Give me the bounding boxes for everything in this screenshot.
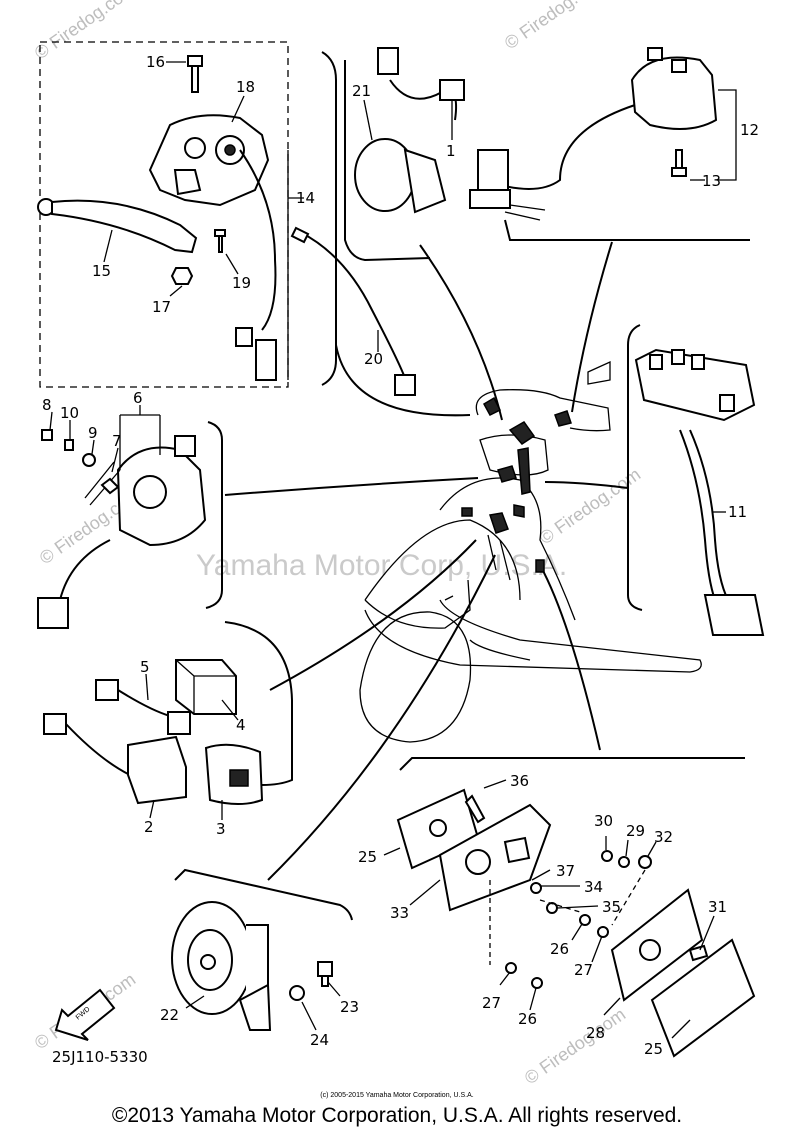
nut-26b	[531, 977, 543, 989]
brand-watermark-top-left: © Firedog.com	[31, 0, 139, 63]
washer-24	[289, 985, 305, 1001]
washer-9	[82, 453, 96, 467]
callout-3: 3	[216, 820, 226, 838]
washer-32	[638, 855, 652, 869]
screw-19	[214, 229, 226, 253]
callout-numbers: 16 18 14 15 17 19 20 21 1 12 13 11 6 7 8…	[42, 53, 759, 1058]
leader-lines	[224, 241, 629, 881]
lead-wire-20	[299, 231, 406, 379]
fwd-arrow	[54, 988, 116, 1041]
callout-22: 22	[160, 1006, 179, 1024]
washer-29	[618, 856, 630, 868]
callout-33: 33	[390, 904, 409, 922]
callout-25-bottom: 25	[644, 1040, 663, 1058]
handlebar-switch-12	[630, 56, 718, 130]
callout-6: 6	[133, 389, 143, 407]
bolt-8	[41, 429, 53, 441]
reflector-25-bottom	[650, 938, 756, 1058]
callout-35: 35	[602, 898, 621, 916]
callout-8: 8	[42, 396, 52, 414]
callout-1: 1	[446, 142, 456, 160]
callout-28: 28	[586, 1024, 605, 1042]
bolt-36	[464, 794, 486, 824]
bolt-23	[317, 961, 333, 987]
callout-31: 31	[708, 898, 727, 916]
callout-24: 24	[310, 1031, 329, 1049]
callout-26-low: 26	[518, 1010, 537, 1028]
callout-11: 11	[728, 503, 747, 521]
callout-7: 7	[112, 432, 122, 450]
lever-holder-18	[148, 114, 270, 207]
section-borders	[39, 41, 750, 921]
washer-10	[64, 439, 74, 451]
callout-37: 37	[556, 862, 575, 880]
callout-29: 29	[626, 822, 645, 840]
diagram-code: 25J110-5330	[52, 1048, 148, 1066]
bracket-33	[438, 803, 552, 912]
callout-26-mid: 26	[550, 940, 569, 958]
callout-14: 14	[296, 189, 315, 207]
washer-34	[530, 882, 542, 894]
callout-5: 5	[140, 658, 150, 676]
callout-16: 16	[146, 53, 165, 71]
callout-27-low: 27	[482, 994, 501, 1012]
screw-31	[688, 944, 709, 962]
callout-36: 36	[510, 772, 529, 790]
callout-15: 15	[92, 262, 111, 280]
regulator-2	[127, 735, 187, 805]
screw-13	[671, 149, 687, 177]
small-copyright: (c) 2005-2015 Yamaha Motor Corporation, …	[320, 1092, 473, 1099]
brand-watermark-top-right: © Firedog.com	[501, 0, 609, 53]
callout-18: 18	[236, 78, 255, 96]
switch-wire-14	[239, 149, 277, 331]
callout-23: 23	[340, 998, 359, 1016]
callout-27-mid: 27	[574, 961, 593, 979]
nut-30	[601, 850, 613, 862]
callout-10: 10	[60, 404, 79, 422]
nut-26a	[579, 914, 591, 926]
callout-12: 12	[740, 121, 759, 139]
motorcycle-outline	[359, 360, 702, 743]
callout-32: 32	[654, 828, 673, 846]
nut-27a	[597, 926, 609, 938]
callout-lines	[49, 61, 737, 1039]
callout-25-top: 25	[358, 848, 377, 866]
callout-2: 2	[144, 818, 154, 836]
callout-17: 17	[152, 298, 171, 316]
washer-35	[546, 902, 558, 914]
callout-20: 20	[364, 350, 383, 368]
callout-34: 34	[584, 878, 603, 896]
clutch-lever-15	[51, 199, 198, 254]
callout-13: 13	[702, 172, 721, 190]
watermarks: Yamaha Motor Corp, U.S.A. © Firedog.com …	[31, 0, 644, 1088]
parts: FWD	[37, 47, 765, 1058]
callout-21: 21	[352, 82, 371, 100]
nut-17	[170, 267, 194, 285]
resistor-5	[167, 711, 191, 735]
footer-copyright: ©2013 Yamaha Motor Corporation, U.S.A. A…	[111, 1104, 683, 1127]
callout-9: 9	[88, 424, 98, 442]
callout-30: 30	[594, 812, 613, 830]
nut-27b	[505, 962, 517, 974]
callout-19: 19	[232, 274, 251, 292]
bolt-16	[187, 55, 203, 93]
callout-4: 4	[236, 716, 246, 734]
